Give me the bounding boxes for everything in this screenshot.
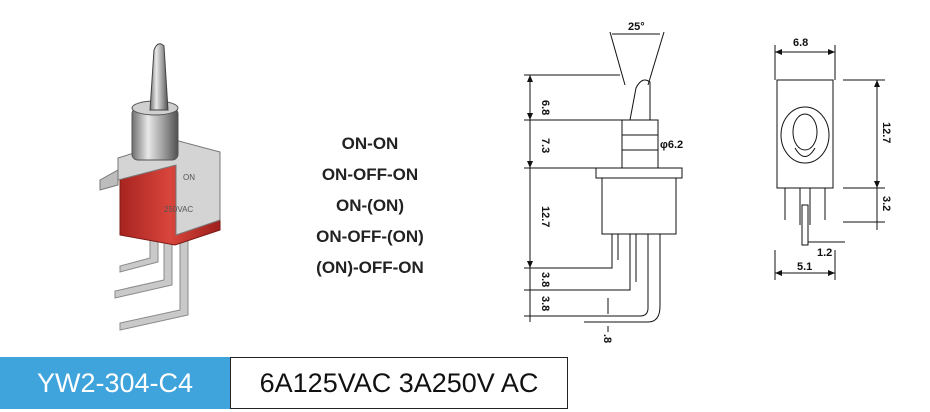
pin-gap-label: 1.2 [817, 247, 832, 259]
electrical-rating-label: 6A125VAC 3A250V AC [230, 357, 568, 409]
bushing-diameter-label: φ6.2 [660, 139, 683, 151]
function-item: ON-ON [341, 134, 399, 153]
switch-bushing [131, 107, 179, 161]
base-width-label: 5.1 [797, 261, 812, 273]
function-item: ON-OFF-(ON) [316, 227, 424, 246]
lever-height-label: 6.8 [539, 100, 551, 115]
svg-text:250VAC: 250VAC [164, 205, 193, 214]
side-height-label: 12.7 [880, 122, 892, 143]
pin-thickness-label: .8 [601, 334, 613, 343]
function-item: ON-OFF-ON [321, 165, 419, 184]
angle-label: 25° [628, 21, 645, 33]
svg-text:ON: ON [183, 173, 195, 182]
switch-lever [149, 43, 169, 111]
bushing-height-label: 7.3 [539, 138, 551, 153]
front-dimension-drawing: 25° 6.8 7.3 12.7 φ6.2 3.8 3.8 .8 [524, 21, 683, 343]
side-dimension-drawing: 6.8 12.7 3.2 1.2 5.1 [774, 37, 892, 280]
body-height-label: 12.7 [539, 206, 551, 227]
product-photo: ON 250VAC [99, 43, 221, 331]
side-width-label: 6.8 [793, 37, 808, 49]
pin-drop-label: 3.2 [880, 196, 892, 211]
switch-frame [117, 139, 221, 236]
function-list: ON-ON ON-OFF-ON ON-(ON) ON-OFF-(ON) (ON)… [290, 128, 450, 283]
pin-spacing-label-2: 3.8 [539, 296, 551, 311]
function-item: (ON)-OFF-ON [316, 258, 424, 277]
pin-spacing-label-1: 3.8 [539, 272, 551, 287]
model-number-label: YW2-304-C4 [0, 357, 230, 409]
function-item: ON-(ON) [336, 196, 404, 215]
